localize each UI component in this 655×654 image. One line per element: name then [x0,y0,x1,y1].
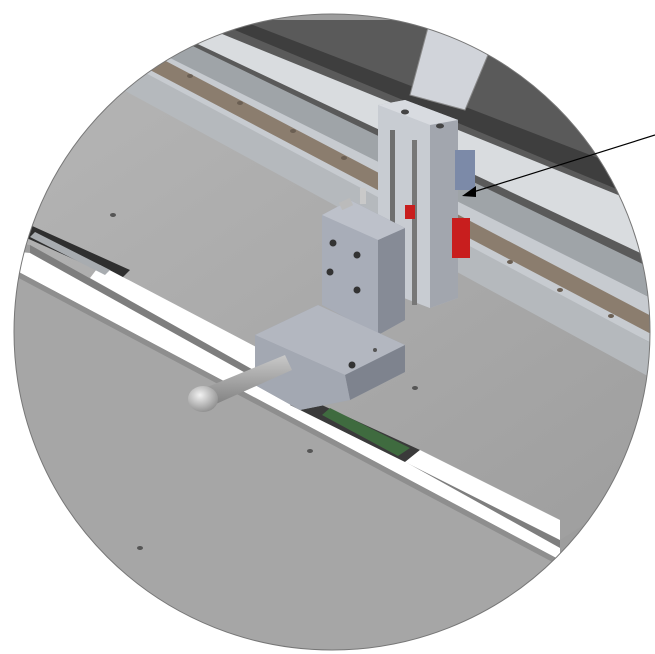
zoom-circle-outline [13,13,651,651]
handle-knob [188,386,218,412]
handle [188,355,292,412]
tool-block [322,188,405,335]
slot-gap [14,225,560,560]
red-marker-right [452,218,470,258]
lower-block [255,305,405,410]
table-plate-lower [14,262,650,650]
leader-arrow [462,134,655,197]
red-marker-left [405,205,415,219]
green-board [322,408,410,456]
